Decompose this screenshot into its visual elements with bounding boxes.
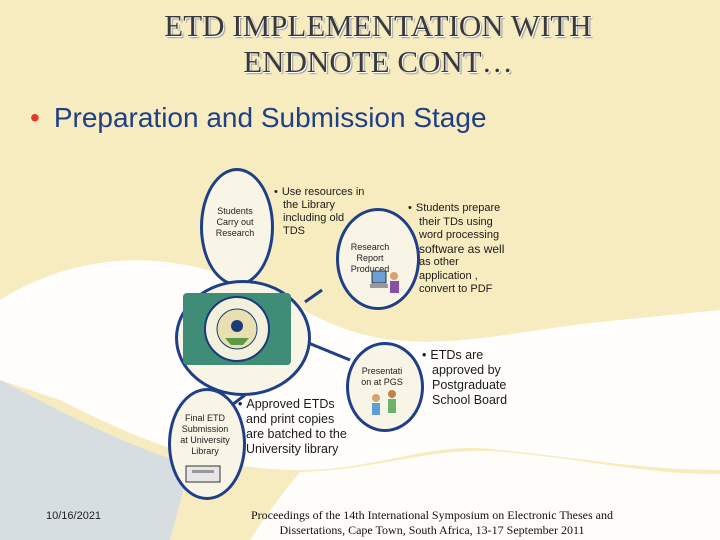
text-students-prepare: • Students prepare their TDs using word p… bbox=[408, 202, 504, 297]
approved-line: ETDs are bbox=[430, 348, 483, 362]
approved-line: approved by bbox=[422, 363, 507, 378]
resources-line: TDS bbox=[274, 225, 364, 238]
bullet-dot: • bbox=[408, 202, 412, 214]
slide-footer: Proceedings of the 14th International Sy… bbox=[228, 508, 636, 538]
text-approved-etds: • Approved ETDs and print copies are batc… bbox=[238, 397, 347, 457]
text-etds-approved: • ETDs are approved by Postgraduate Schoo… bbox=[422, 348, 507, 408]
slide-date: 10/16/2021 bbox=[46, 510, 101, 522]
prepare-line: Students prepare bbox=[416, 202, 500, 214]
prepare-line: software as well bbox=[408, 243, 504, 257]
footer-line-2: Dissertations, Cape Town, South Africa, … bbox=[228, 523, 636, 538]
prepare-line: their TDs using bbox=[408, 216, 504, 230]
approved-etds-line: and print copies bbox=[238, 412, 347, 427]
resources-line: including old bbox=[274, 212, 364, 225]
prepare-line: application , bbox=[408, 270, 504, 284]
resources-line: Use resources in bbox=[282, 186, 365, 198]
approved-line: School Board bbox=[422, 393, 507, 408]
text-use-resources: • Use resources in the Library including … bbox=[274, 186, 364, 238]
approved-etds-line: Approved ETDs bbox=[246, 397, 334, 411]
resources-line: the Library bbox=[274, 199, 364, 212]
prepare-line: convert to PDF bbox=[408, 283, 504, 297]
prepare-line: word processing bbox=[408, 229, 504, 243]
footer-line-1: Proceedings of the 14th International Sy… bbox=[228, 508, 636, 523]
approved-etds-line: University library bbox=[238, 442, 347, 457]
bullet-dot: • bbox=[238, 397, 242, 411]
approved-etds-line: are batched to the bbox=[238, 427, 347, 442]
bullet-dot: • bbox=[274, 186, 278, 198]
bullet-dot: • bbox=[422, 348, 426, 362]
prepare-line: as other bbox=[408, 256, 504, 270]
approved-line: Postgraduate bbox=[422, 378, 507, 393]
